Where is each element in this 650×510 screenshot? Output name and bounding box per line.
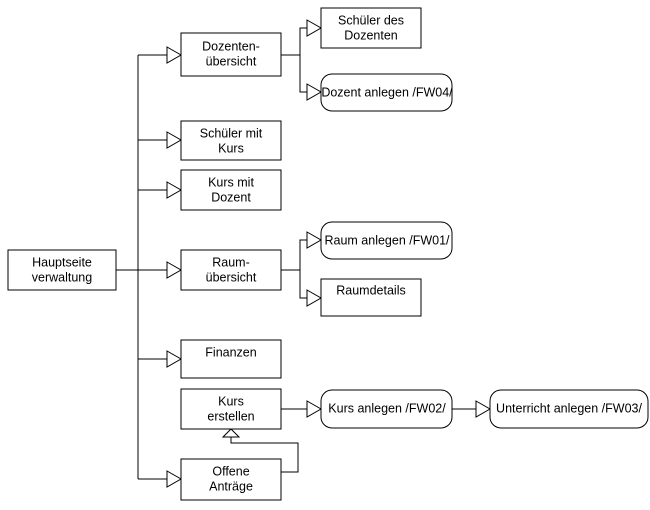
node-dozentenuebersicht[interactable]: Dozenten- übersicht [180, 32, 282, 77]
node-hauptseite-verwaltung-line2: verwaltung [32, 270, 92, 284]
arrowhead-kurs-mit-dozent [166, 181, 183, 199]
node-kurs-erstellen-line2: erstellen [207, 409, 254, 423]
node-raumdetails-shape[interactable] [320, 278, 422, 317]
edge-offene-antraege-kurs-erstellen [230, 437, 299, 473]
node-offene-antraege[interactable]: Offene Anträge [180, 458, 282, 501]
node-schueler-des-dozenten-line1: Schüler des [338, 13, 404, 27]
node-offene-antraege-line2: Anträge [209, 479, 253, 493]
node-kurs-mit-dozent-line1: Kurs mit [208, 175, 254, 189]
node-kurs-anlegen-fw02[interactable]: Kurs anlegen /FW02/ [320, 389, 453, 429]
connector-layer [116, 19, 492, 488]
arrowhead-kurs-erstellen-generalization [221, 428, 241, 438]
node-schueler-des-dozenten-shape[interactable] [320, 7, 422, 49]
node-raumdetails[interactable]: Raumdetails [320, 278, 422, 317]
node-raumdetails-label: Raumdetails [336, 283, 405, 297]
node-dozent-anlegen-fw04-label: Dozent anlegen /FW04/ [321, 85, 453, 99]
node-raum-anlegen-fw01-shape[interactable] [320, 221, 453, 260]
node-kurs-anlegen-fw02-shape[interactable] [320, 389, 453, 429]
node-raumuebersicht[interactable]: Raum- übersicht [180, 249, 282, 291]
node-unterricht-anlegen-fw03-shape[interactable] [489, 389, 649, 429]
node-schueler-des-dozenten-line2: Dozenten [344, 28, 398, 42]
arrowhead-schueler-mit-kurs [166, 131, 183, 149]
node-raumuebersicht-shape[interactable] [180, 249, 282, 291]
node-schueler-mit-kurs-line2: Kurs [218, 141, 244, 155]
arrowhead-raumdetails [306, 289, 323, 307]
node-kurs-mit-dozent-line2: Dozent [211, 190, 251, 204]
node-dozent-anlegen-fw04-shape[interactable] [320, 73, 453, 112]
node-raum-anlegen-fw01[interactable]: Raum anlegen /FW01/ [320, 221, 453, 260]
node-schueler-des-dozenten[interactable]: Schüler des Dozenten [320, 7, 422, 49]
node-kurs-mit-dozent[interactable]: Kurs mit Dozent [180, 169, 282, 211]
arrowhead-raumuebersicht [166, 261, 183, 279]
edge-dozentenuebersicht-schueler-des-dozenten [281, 27, 307, 56]
node-schueler-mit-kurs-line1: Schüler mit [200, 126, 263, 140]
arrowhead-offene-antraege [166, 470, 183, 488]
edge-dozentenuebersicht-dozent-anlegen [299, 55, 307, 93]
node-finanzen-label: Finanzen [205, 345, 256, 359]
edge-raumuebersicht-raum-anlegen [281, 239, 307, 271]
arrowhead-unterricht-anlegen [475, 400, 492, 418]
node-unterricht-anlegen-fw03-label: Unterricht anlegen /FW03/ [496, 401, 642, 415]
node-raumuebersicht-line2: übersicht [206, 270, 257, 284]
node-offene-antraege-shape[interactable] [180, 458, 282, 501]
node-hauptseite-verwaltung-shape[interactable] [7, 249, 117, 291]
node-dozentenuebersicht-line1: Dozenten- [202, 39, 260, 53]
node-kurs-anlegen-fw02-label: Kurs anlegen /FW02/ [328, 401, 446, 415]
node-unterricht-anlegen-fw03[interactable]: Unterricht anlegen /FW03/ [489, 389, 649, 429]
node-kurs-erstellen-shape[interactable] [180, 388, 282, 430]
node-dozent-anlegen-fw04[interactable]: Dozent anlegen /FW04/ [320, 73, 453, 112]
node-schueler-mit-kurs-shape[interactable] [180, 120, 282, 161]
arrowhead-schueler-des-dozenten [306, 19, 323, 37]
node-kurs-erstellen[interactable]: Kurs erstellen [180, 388, 282, 430]
node-raumuebersicht-line1: Raum- [212, 255, 250, 269]
node-layer: Hauptseite verwaltung Dozenten- übersich… [7, 7, 649, 501]
arrowhead-dozentenuebersicht [166, 46, 183, 64]
arrowhead-raum-anlegen [306, 231, 323, 249]
arrowhead-kurs-anlegen [306, 400, 323, 418]
arrowhead-dozent-anlegen [306, 83, 323, 101]
node-dozentenuebersicht-shape[interactable] [180, 32, 282, 77]
node-schueler-mit-kurs[interactable]: Schüler mit Kurs [180, 120, 282, 161]
node-finanzen[interactable]: Finanzen [180, 339, 282, 379]
node-finanzen-shape[interactable] [180, 339, 282, 379]
arrowhead-finanzen [166, 350, 183, 368]
node-kurs-erstellen-line1: Kurs [218, 394, 244, 408]
node-dozentenuebersicht-line2: übersicht [206, 54, 257, 68]
node-offene-antraege-line1: Offene [212, 464, 249, 478]
node-hauptseite-verwaltung-line1: Hauptseite [32, 255, 92, 269]
node-hauptseite-verwaltung[interactable]: Hauptseite verwaltung [7, 249, 117, 291]
edge-raumuebersicht-raumdetails [299, 270, 307, 299]
node-kurs-mit-dozent-shape[interactable] [180, 169, 282, 211]
node-raum-anlegen-fw01-label: Raum anlegen /FW01/ [324, 233, 450, 247]
